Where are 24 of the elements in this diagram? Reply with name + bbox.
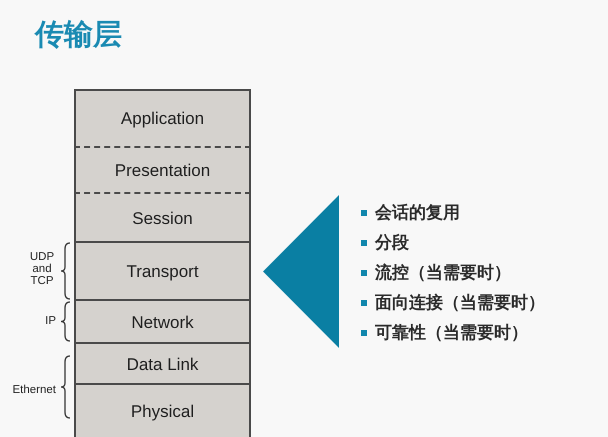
- layer-name: Presentation: [114, 160, 210, 180]
- layer-name: Network: [131, 312, 194, 332]
- layer-name: Physical: [130, 402, 194, 422]
- layer-band: [74, 192, 251, 243]
- list-item-text: 分段: [375, 232, 409, 254]
- list-item-text: 可靠性（当需要时）: [375, 322, 528, 344]
- list-item-text: 流控（当需要时）: [375, 262, 511, 284]
- protocol-label: UDP and TCP: [28, 251, 56, 287]
- layer-name: Transport: [126, 262, 199, 282]
- pointer-triangle: [263, 195, 339, 348]
- layer-band: [74, 383, 251, 437]
- layer-name: Session: [132, 208, 193, 228]
- layer-name: Data Link: [126, 354, 198, 374]
- protocol-label: Ethernet: [12, 384, 56, 396]
- list-item-text: 面向连接（当需要时）: [375, 292, 545, 314]
- title-heading: 传输层: [35, 16, 122, 53]
- list-item-text: 会话的复用: [375, 202, 460, 224]
- layer-band: [74, 241, 251, 301]
- layer-band: [74, 299, 251, 344]
- layer-band: [74, 146, 251, 193]
- layer-name: Application: [120, 109, 204, 129]
- protocol-label: IP: [44, 315, 56, 327]
- layer-band: [74, 89, 251, 147]
- layer-band: [74, 342, 251, 385]
